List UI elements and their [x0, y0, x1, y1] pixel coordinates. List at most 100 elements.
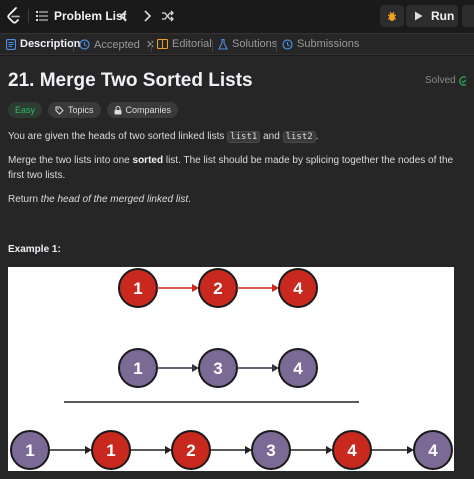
nav-divider	[28, 9, 29, 23]
tab-separator	[151, 40, 152, 52]
list1-node: 4	[278, 268, 318, 308]
tab-accepted[interactable]: Accepted ✕	[79, 38, 155, 51]
list-icon[interactable]	[36, 10, 48, 22]
history-icon	[79, 39, 90, 50]
book-icon	[157, 39, 168, 49]
list1-node: 1	[118, 268, 158, 308]
merged-node: 1	[10, 430, 50, 470]
list1-node: 2	[198, 268, 238, 308]
text: .	[315, 131, 319, 142]
merged-node: 4	[332, 430, 372, 470]
run-label: Run	[431, 9, 455, 23]
svg-text:4: 4	[293, 279, 303, 298]
bold-text: sorted	[132, 155, 164, 166]
flask-icon	[218, 38, 228, 50]
merged-arrow-head	[85, 446, 92, 454]
merged-node: 2	[171, 430, 211, 470]
tab-editorial-label: Editorial	[172, 38, 212, 50]
companies-chip[interactable]: Companies	[106, 102, 179, 118]
tab-separator	[212, 40, 213, 52]
svg-text:4: 4	[428, 441, 438, 460]
chevron-right-icon	[144, 10, 152, 22]
tab-editorial[interactable]: Editorial	[157, 38, 212, 50]
svg-text:1: 1	[25, 441, 34, 460]
svg-text:1: 1	[106, 441, 115, 460]
tab-submissions-label: Submissions	[297, 38, 360, 50]
debug-button[interactable]	[380, 5, 404, 27]
list2-node: 4	[278, 348, 318, 388]
list2-node: 1	[118, 348, 158, 388]
text: list. The list should be made by splicin…	[8, 155, 454, 181]
list2-arrow-head	[272, 364, 279, 372]
shuffle-icon	[162, 10, 174, 22]
description-paragraph-2: Merge the two lists into one sorted list…	[8, 153, 468, 183]
text: Return	[8, 194, 41, 205]
inline-code-list2: list2	[282, 131, 316, 143]
tag-row: Easy Topics Companies	[8, 102, 179, 118]
description-paragraph-1: You are given the heads of two sorted li…	[8, 129, 468, 145]
tab-accepted-label: Accepted	[94, 38, 140, 51]
svg-text:2: 2	[213, 279, 222, 298]
tab-description-label: Description	[20, 38, 81, 50]
svg-text:1: 1	[133, 359, 142, 378]
italic-text: the head of the merged linked list	[40, 194, 189, 205]
tab-separator	[276, 40, 277, 52]
companies-label: Companies	[125, 105, 172, 115]
description-paragraph-3: Return the head of the merged linked lis…	[8, 192, 468, 207]
example-diagram: 1 2 4 1 3 4 1 1 2 3 4 4	[8, 267, 454, 471]
problem-list-link[interactable]: Problem List	[54, 9, 127, 23]
bug-icon	[387, 11, 397, 21]
topics-chip[interactable]: Topics	[48, 102, 101, 118]
tab-description[interactable]: Description	[6, 38, 81, 50]
description-panel: 21. Merge Two Sorted Lists Solved Easy T…	[0, 56, 474, 479]
example-1-label: Example 1:	[8, 244, 61, 255]
list1-arrow-head	[272, 284, 279, 292]
tab-solutions[interactable]: Solutions	[218, 38, 277, 50]
prev-problem-button[interactable]	[116, 8, 132, 24]
top-nav: Problem List Run	[0, 0, 474, 32]
topics-label: Topics	[68, 105, 94, 115]
svg-text:4: 4	[347, 441, 357, 460]
merged-arrow-head	[407, 446, 414, 454]
solved-label: Solved	[425, 75, 456, 86]
tag-icon	[55, 106, 64, 115]
list2-node: 3	[198, 348, 238, 388]
text: Merge the two lists into one	[8, 155, 133, 166]
difficulty-badge: Easy	[8, 102, 43, 118]
svg-text:1: 1	[133, 279, 142, 298]
run-button[interactable]: Run	[406, 5, 458, 27]
solved-status: Solved	[425, 75, 469, 86]
svg-text:2: 2	[186, 441, 195, 460]
text: .	[188, 194, 191, 205]
merged-arrow-head	[245, 446, 252, 454]
chevron-left-icon	[119, 10, 127, 22]
lock-icon	[114, 105, 122, 114]
tab-submissions[interactable]: Submissions	[282, 38, 359, 50]
text: You are given the heads of two sorted li…	[8, 131, 228, 142]
linked-list-diagram: 1 2 4 1 3 4 1 1 2 3 4 4	[10, 268, 453, 470]
submit-button-edge[interactable]	[462, 5, 474, 27]
list2-arrow-head	[192, 364, 199, 372]
merged-node: 4	[413, 430, 453, 470]
merged-node: 1	[91, 430, 131, 470]
list1-arrow-head	[192, 284, 199, 292]
inline-code-list1: list1	[227, 131, 261, 143]
merged-arrow-head	[165, 446, 172, 454]
svg-text:4: 4	[293, 359, 303, 378]
history-icon	[282, 38, 293, 50]
next-problem-button[interactable]	[139, 8, 155, 24]
random-problem-button[interactable]	[160, 8, 176, 24]
merged-node: 3	[251, 430, 291, 470]
text: and	[260, 131, 283, 142]
description-icon	[6, 38, 16, 50]
tab-separator	[73, 40, 74, 52]
svg-text:3: 3	[266, 441, 275, 460]
svg-text:3: 3	[213, 359, 222, 378]
tab-solutions-label: Solutions	[232, 38, 278, 50]
leetcode-logo-icon[interactable]	[6, 7, 22, 25]
problem-title: 21. Merge Two Sorted Lists	[8, 70, 253, 91]
scrollbar[interactable]	[466, 56, 474, 479]
play-icon	[415, 11, 423, 21]
close-icon[interactable]: ✕	[146, 38, 155, 51]
merged-arrow-head	[326, 446, 333, 454]
